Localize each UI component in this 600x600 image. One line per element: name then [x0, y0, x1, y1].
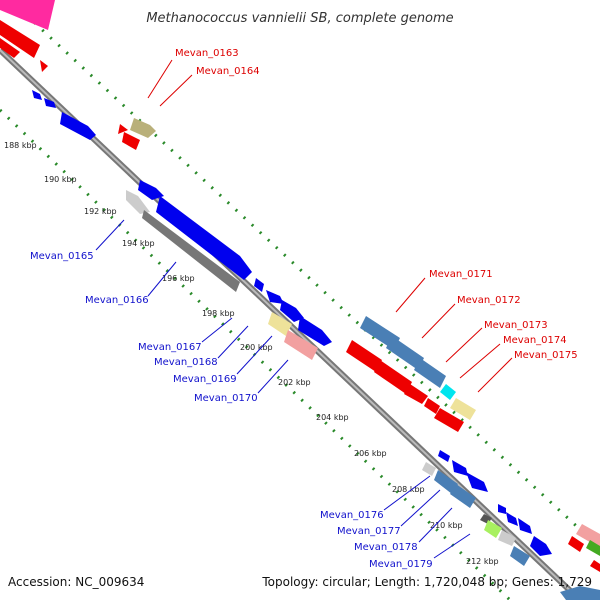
gene-steel-0179: [510, 546, 530, 566]
genome-summary: Topology: circular; Length: 1,720,048 bp…: [261, 575, 592, 589]
gene-steel-0178: [450, 484, 476, 508]
gene-label-forward: Mevan_0163: [175, 48, 239, 59]
gene-blue-small-2: [44, 98, 56, 108]
gene-label-reverse: Mevan_0167: [138, 342, 202, 353]
outer-dotted-ring: [8, 0, 600, 550]
gene-blue-0176: [438, 450, 450, 462]
gene-label-forward: Mevan_0174: [503, 335, 567, 346]
gene-steel-partial-br: [560, 586, 600, 600]
gene-cluster-0167: [254, 278, 332, 360]
gene-grey-0166: [142, 210, 240, 292]
gene-steel-0173: [414, 358, 446, 388]
gene-pink-0170: [284, 330, 318, 360]
gene-blue-0179c: [518, 518, 532, 534]
gene-red-small-1: [40, 60, 48, 72]
tick-label: 202 kbp: [278, 378, 311, 387]
partial-genes-bottom-right: [560, 524, 600, 600]
gene-blue-0166: [156, 196, 252, 280]
tick-label: 188 kbp: [4, 141, 37, 150]
gene-blue-0165b: [138, 180, 164, 200]
gene-label-reverse: Mevan_0178: [354, 542, 418, 553]
gene-label-reverse: Mevan_0168: [154, 357, 218, 368]
accession-label: Accession: NC_009634: [8, 575, 144, 589]
gene-blue-0169: [280, 300, 304, 322]
tick-label: 200 kbp: [240, 343, 273, 352]
tick-label: 206 kbp: [354, 449, 387, 458]
gene-label-reverse: Mevan_0169: [173, 374, 237, 385]
gene-magenta-partial: [0, 0, 55, 30]
gene-label-forward: Mevan_0171: [429, 269, 493, 280]
gene-cluster-blue-left: [32, 90, 96, 140]
gene-label-forward: Mevan_0164: [196, 66, 260, 77]
gene-red-0163b: [122, 132, 140, 150]
gene-steel-0172: [386, 336, 424, 370]
gene-label-reverse: Mevan_0179: [369, 559, 433, 570]
gene-cluster-0171: [346, 316, 476, 432]
forward-gene-labels: Mevan_0163 Mevan_0164 Mevan_0171 Mevan_0…: [147, 48, 578, 393]
tick-labels: 188 kbp 190 kbp 192 kbp 194 kbp 196 kbp …: [4, 141, 499, 566]
gene-cluster-0176: [422, 450, 552, 566]
gene-blue-0179b: [506, 512, 518, 526]
gene-label-reverse: Mevan_0176: [320, 510, 384, 521]
gene-red-0173b: [404, 384, 428, 404]
gene-label-reverse: Mevan_0166: [85, 295, 149, 306]
gene-khaki-0168: [268, 312, 292, 336]
gene-blue-0168: [266, 290, 284, 304]
gene-cyan-0174: [440, 384, 456, 400]
tick-label: 204 kbp: [316, 413, 349, 422]
gene-blue-small-1: [32, 90, 42, 100]
gene-label-forward: Mevan_0173: [484, 320, 548, 331]
gene-pink-partial: [576, 524, 600, 548]
gene-cluster-0165: [126, 180, 252, 292]
gene-cluster-0163: [118, 118, 156, 150]
gene-red-0172b: [374, 360, 412, 394]
gene-red-partial-2: [0, 38, 20, 58]
tick-label: 198 kbp: [202, 309, 235, 318]
map-title: Methanococcus vannielii SB, complete gen…: [146, 11, 453, 26]
gene-blue-0167: [254, 278, 264, 292]
gene-blue-0177: [466, 472, 488, 492]
tick-label: 212 kbp: [466, 557, 499, 566]
gene-red-0175b: [434, 408, 464, 432]
gene-red-partial-br: [568, 536, 584, 552]
gene-red-partial: [0, 20, 40, 58]
gene-light-grey-0179: [498, 530, 516, 546]
tick-label: 190 kbp: [44, 175, 77, 184]
gene-label-forward: Mevan_0172: [457, 295, 521, 306]
gene-blue-0176b: [452, 460, 468, 476]
gene-blue-0179d: [530, 536, 552, 556]
gene-label-reverse: Mevan_0170: [194, 393, 258, 404]
gene-label-forward: Mevan_0175: [514, 350, 578, 361]
gene-olive-0164: [130, 118, 156, 138]
gene-red-0163: [118, 124, 128, 134]
gene-red-partial-br2: [590, 560, 600, 572]
gene-green-partial: [586, 540, 600, 556]
gene-label-reverse: Mevan_0165: [30, 251, 94, 262]
reverse-gene-labels: Mevan_0165 Mevan_0166 Mevan_0167 Mevan_0…: [30, 219, 471, 570]
gene-khaki-0175: [450, 398, 476, 420]
gene-blue-0179a: [498, 504, 506, 514]
gene-red-0171b: [346, 340, 382, 372]
tick-label: 192 kbp: [84, 207, 117, 216]
tick-label: 194 kbp: [122, 239, 155, 248]
tick-label: 208 kbp: [392, 485, 425, 494]
gene-blue-medium: [60, 112, 96, 140]
partial-genes-top-left: [0, 0, 55, 72]
gene-lime-0179: [484, 520, 502, 538]
gene-steel-0177: [434, 470, 458, 494]
gene-blue-0169b: [298, 316, 332, 346]
gene-red-0174b: [424, 398, 440, 414]
gene-light-grey-0165: [126, 190, 150, 214]
gene-label-reverse: Mevan_0177: [337, 526, 401, 537]
tick-label: 210 kbp: [430, 521, 463, 530]
tick-label: 196 kbp: [162, 274, 195, 283]
gene-light-grey-0176: [422, 462, 436, 476]
